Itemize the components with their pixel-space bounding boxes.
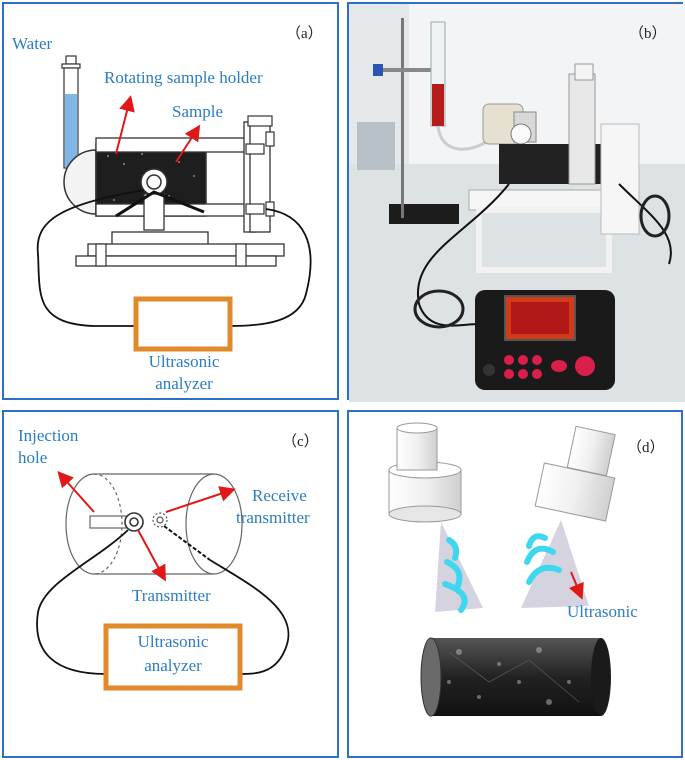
ultrasonic-analyzer-box-c	[103, 623, 243, 691]
setup-schematic-drawing	[36, 55, 312, 352]
injection-label-line2: hole	[18, 448, 48, 467]
panel-a-tag: （a）	[286, 26, 323, 42]
transmitter-arrow	[137, 529, 166, 582]
panel-b-tag: （b）	[629, 26, 667, 42]
injection-arrow	[57, 471, 95, 513]
receive-arrow	[165, 486, 236, 513]
receive-label-line1: Receive	[252, 486, 307, 505]
left-transducer	[388, 422, 462, 523]
receive-transmitter-circle	[152, 512, 168, 528]
left-beam	[435, 522, 483, 612]
wave-arcs	[442, 533, 562, 613]
water-label: Water	[12, 34, 53, 53]
cable-right	[229, 208, 312, 327]
rock-core	[420, 637, 611, 717]
panel-c: （c） Injection hole Receive transmitter T…	[2, 410, 339, 758]
sample-label: Sample	[172, 102, 223, 121]
receive-label-line2: transmitter	[236, 508, 310, 527]
water-syringe	[61, 55, 96, 182]
ultrasonic-arrow	[569, 571, 584, 600]
ultrasonic-analyzer-box	[133, 296, 233, 352]
panel-d: （d） Ultrasonic	[347, 410, 683, 758]
lab-setup-photo	[349, 4, 685, 402]
injection-label-line1: Injection	[18, 426, 79, 445]
analyzer-label-c-line1: Ultrasonic	[137, 632, 209, 651]
panel-c-tag: （c）	[282, 434, 319, 450]
sample-arrow	[175, 124, 201, 163]
panel-b: （b）	[347, 2, 685, 402]
right-beam	[521, 520, 589, 608]
holder-arrow	[115, 95, 135, 155]
cylinder-schematic	[36, 471, 290, 691]
panel-a: （a） Water Rotating sample holder Sample …	[2, 2, 339, 400]
ultrasonic-label: Ultrasonic	[567, 602, 638, 621]
holder-label: Rotating sample holder	[104, 68, 263, 87]
injection-hole	[89, 515, 127, 529]
analyzer-label-line2: analyzer	[155, 374, 213, 393]
rotating-sample-holder	[63, 115, 285, 267]
ultrasonic-illustration	[388, 422, 616, 717]
right-transducer	[534, 425, 616, 522]
transmitter-label: Transmitter	[132, 586, 211, 605]
cable-left	[36, 189, 145, 327]
analyzer-label-c-line2: analyzer	[144, 656, 202, 675]
analyzer-label-line1: Ultrasonic	[148, 352, 220, 371]
panel-d-tag: （d）	[627, 440, 665, 456]
